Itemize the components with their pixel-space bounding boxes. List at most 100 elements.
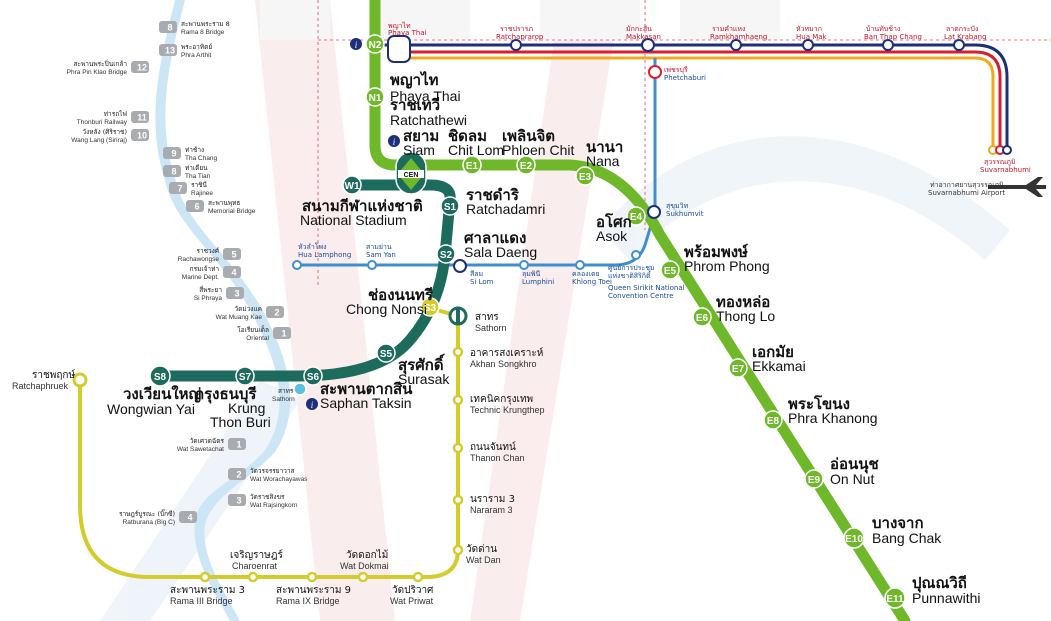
- station-dot[interactable]: [575, 260, 585, 270]
- label-n1-th: ราชเทวี: [390, 96, 440, 114]
- pier-number: 12: [137, 63, 147, 73]
- station-s8[interactable]: S8: [149, 365, 171, 387]
- station-n1[interactable]: N1: [365, 87, 385, 107]
- label-rama3-en: Rama III Bridge: [170, 596, 233, 606]
- station-s6[interactable]: S6: [303, 366, 323, 386]
- station-e4[interactable]: E4: [626, 206, 646, 226]
- station-e6[interactable]: E6: [692, 307, 712, 327]
- station-e8[interactable]: E8: [763, 410, 783, 430]
- label-e4-en: Asok: [596, 228, 628, 244]
- label-s2-en: Sala Daeng: [464, 244, 537, 260]
- label-latkrabang-en: Lat Krabang: [944, 33, 987, 41]
- pier-label-th: วัดราชสิงขร: [250, 493, 285, 501]
- station-dot[interactable]: [730, 39, 742, 51]
- station-e2[interactable]: E2: [516, 155, 536, 175]
- station-w1[interactable]: W1: [342, 175, 362, 195]
- station-dot[interactable]: [357, 571, 369, 583]
- station-dot[interactable]: [199, 571, 211, 583]
- station-code: E1: [466, 161, 479, 172]
- station-n2[interactable]: N2: [365, 34, 385, 54]
- background-watermark: [100, 0, 1010, 621]
- station-dot[interactable]: [452, 346, 464, 358]
- label-ramkhamhaeng-en: Ramkhamhaeng: [710, 33, 767, 41]
- label-qsncc-en1: Queen Sirikit National: [608, 284, 685, 292]
- cen-code: CEN: [404, 172, 419, 179]
- station-e9[interactable]: E9: [804, 469, 824, 489]
- station-s7[interactable]: S7: [235, 366, 255, 386]
- station-dot[interactable]: [519, 260, 529, 270]
- label-latkrabang-th: ลาดกระบัง: [946, 25, 978, 33]
- label-khlongtoei-th: คลองเตย: [572, 270, 600, 278]
- pier-badge: [131, 129, 149, 141]
- station-dot[interactable]: [953, 39, 965, 51]
- pier-label-en: Memorial Bridge: [208, 208, 256, 215]
- station-e10[interactable]: E10: [843, 527, 865, 549]
- station-dot[interactable]: [412, 571, 424, 583]
- pier-4[interactable]: 10วังหลัง (ศิริราช)Wang Lang (Siriraj): [71, 128, 149, 144]
- station-e5[interactable]: E5: [660, 260, 680, 280]
- station-dot[interactable]: [452, 544, 464, 556]
- station-e1[interactable]: E1: [462, 155, 482, 175]
- station-dot[interactable]: [882, 39, 894, 51]
- station-dot[interactable]: [292, 260, 302, 270]
- station-e3[interactable]: E3: [575, 166, 595, 186]
- pier-number: 3: [236, 496, 241, 506]
- pier-label-en: Wat Rajsingkorn: [250, 502, 298, 509]
- station-s3[interactable]: S3: [420, 297, 440, 317]
- info-icon: [350, 38, 362, 50]
- pier-label-th: สี่พระยา: [199, 285, 222, 294]
- label-s7-en2: Thon Buri: [210, 414, 271, 430]
- station-s5[interactable]: S5: [376, 343, 396, 363]
- pier-number: 4: [231, 268, 236, 278]
- label-e11-th: ปุณณวิถี: [912, 574, 967, 593]
- station-dot[interactable]: [1002, 145, 1012, 155]
- pier-label-en: Wat Muang Kae: [216, 314, 263, 321]
- station-dot[interactable]: [641, 38, 655, 52]
- station-dot[interactable]: [452, 494, 464, 506]
- pier-label-th: สะพานพุทธ: [208, 199, 240, 207]
- station-s2[interactable]: S2: [436, 244, 456, 264]
- station-e7[interactable]: E7: [728, 358, 748, 378]
- pier-label-en: Phra Pin Klao Bridge: [67, 69, 128, 76]
- station-dot[interactable]: [72, 372, 88, 388]
- label-makkasan-en: Makkasan: [626, 33, 661, 41]
- pier-badge: [131, 61, 149, 73]
- label-thanon-th: ถนนจันทน์: [470, 441, 516, 453]
- station-dot[interactable]: [452, 442, 464, 454]
- label-s6-en: Saphan Taksin: [320, 395, 412, 411]
- station-dot[interactable]: [247, 571, 259, 583]
- pier-label-th: ราชินี: [191, 181, 208, 189]
- station-dot[interactable]: [306, 571, 318, 583]
- station-dot[interactable]: [367, 260, 377, 270]
- station-code: E7: [732, 364, 745, 375]
- station-s1[interactable]: S1: [440, 196, 460, 216]
- pier-number: 3: [234, 289, 239, 299]
- station-e11[interactable]: E11: [884, 587, 906, 609]
- station-dot[interactable]: [452, 394, 464, 406]
- label-n2-th: พญาไท: [390, 70, 439, 89]
- label-e1-th: ชิดลม: [448, 127, 487, 145]
- label-w1-th: สนามกีฬาแห่งชาติ: [302, 197, 423, 215]
- station-dot[interactable]: [631, 250, 641, 260]
- station-dot[interactable]: [802, 39, 814, 51]
- station-code: S7: [239, 372, 252, 383]
- station-dot[interactable]: [510, 39, 522, 51]
- label-w1-en: National Stadium: [300, 212, 407, 228]
